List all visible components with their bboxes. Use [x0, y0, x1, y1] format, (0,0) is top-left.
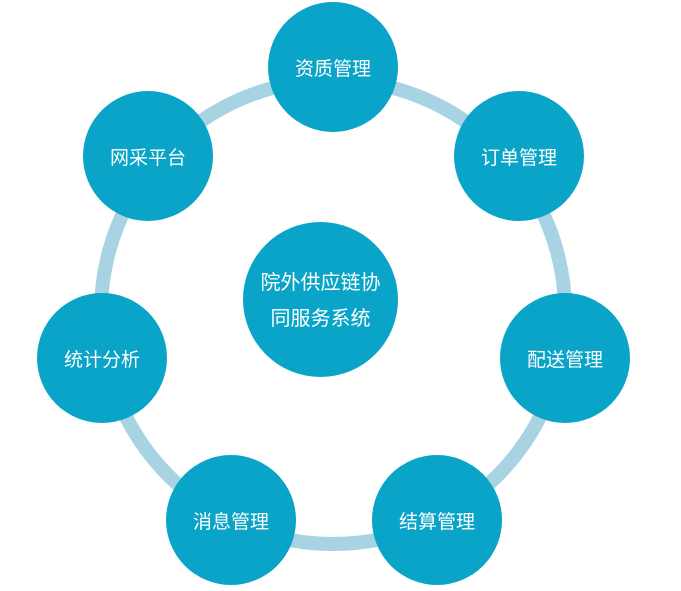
node-statistics-label: 统计分析: [63, 348, 140, 371]
node-settlement: 结算管理: [372, 455, 502, 585]
node-qualification: 资质管理: [268, 2, 398, 132]
node-settlement-label: 结算管理: [398, 510, 475, 533]
node-procurement: 网采平台: [83, 91, 213, 221]
node-statistics: 统计分析: [37, 293, 167, 423]
center-node-label: 院外供应链协同服务系统: [260, 269, 381, 330]
node-delivery-label: 配送管理: [526, 348, 603, 371]
node-message: 消息管理: [166, 455, 296, 585]
node-delivery: 配送管理: [500, 293, 630, 423]
node-order: 订单管理: [454, 91, 584, 221]
node-message-label: 消息管理: [192, 510, 269, 533]
center-node: 院外供应链协同服务系统: [243, 222, 398, 377]
node-qualification-label: 资质管理: [294, 57, 371, 80]
node-order-label: 订单管理: [480, 146, 557, 169]
node-procurement-label: 网采平台: [109, 146, 186, 169]
